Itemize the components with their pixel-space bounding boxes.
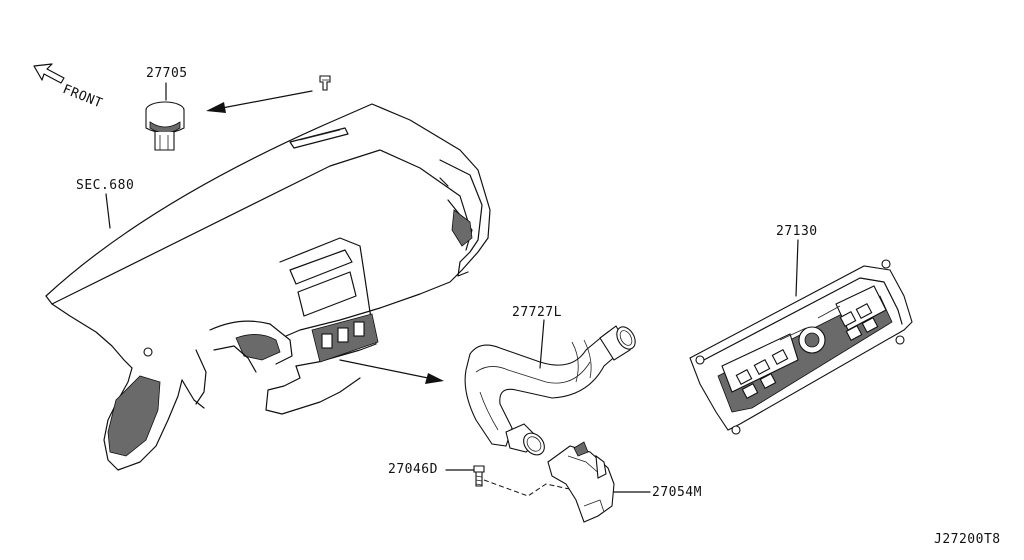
part-27046D-screw bbox=[473, 465, 485, 487]
part-27054M-sensor bbox=[547, 441, 615, 523]
arrow-to-27727L bbox=[339, 359, 444, 384]
part-27727L-duct bbox=[464, 325, 636, 456]
leader-27727L bbox=[539, 319, 545, 369]
label-27705: 27705 bbox=[146, 66, 188, 81]
leader-27130 bbox=[795, 239, 799, 297]
front-arrow-icon bbox=[33, 63, 65, 84]
clip-part bbox=[319, 75, 331, 91]
label-27046D: 27046D bbox=[388, 462, 438, 477]
screw-dashed-path bbox=[483, 479, 575, 497]
instrument-panel-sec680 bbox=[45, 103, 491, 471]
leader-sec680 bbox=[105, 193, 111, 229]
arrow-to-27705 bbox=[206, 90, 313, 113]
label-27727L: 27727L bbox=[512, 305, 562, 320]
label-sec680: SEC.680 bbox=[76, 178, 135, 193]
label-27130: 27130 bbox=[776, 224, 818, 239]
label-27054M: 27054M bbox=[652, 485, 702, 500]
part-27130-ac-control bbox=[689, 259, 913, 435]
reference-code: J27200T8 bbox=[934, 532, 1001, 547]
part-27705-sensor bbox=[145, 101, 185, 151]
